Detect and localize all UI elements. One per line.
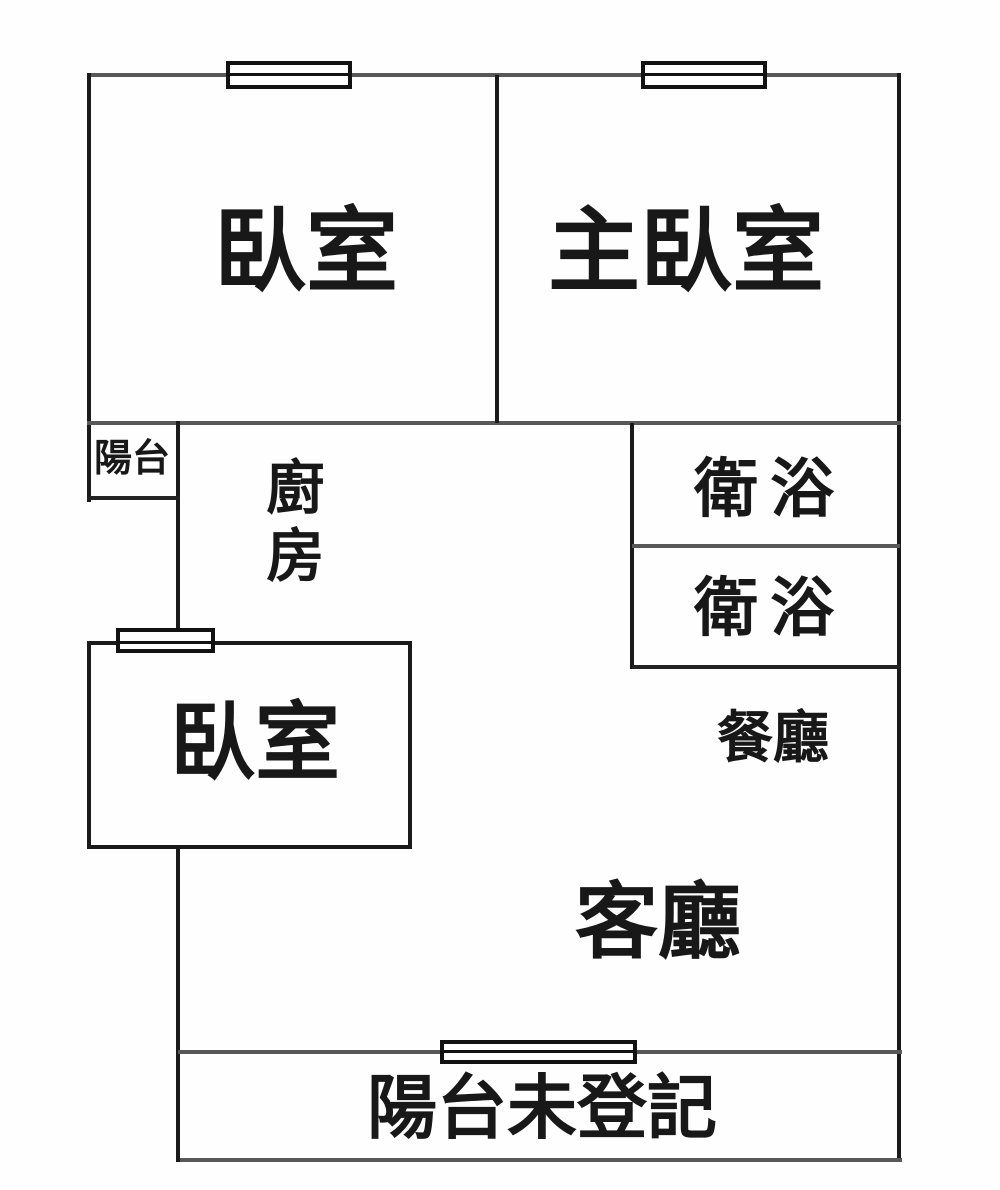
outer-wall-left-upper bbox=[87, 73, 91, 502]
label-balcony-bottom: 陽台未登記 bbox=[367, 1068, 717, 1147]
window-icon-bedroom-top-left bbox=[226, 61, 352, 89]
window-icon-living-balcony bbox=[440, 1040, 637, 1064]
bedroom-lower-left-outline bbox=[87, 641, 412, 849]
label-living: 客廳 bbox=[575, 875, 741, 969]
label-bathroom-upper: 衛浴 bbox=[694, 453, 846, 526]
wall-bathroom-divider bbox=[632, 544, 900, 548]
wall-bedroom-divider bbox=[495, 75, 499, 423]
label-bedroom-top-left: 臥室 bbox=[213, 201, 399, 304]
wall-bathroom-bottom bbox=[632, 665, 900, 669]
wall-below-bedrooms bbox=[87, 421, 901, 425]
window-icon-bedroom-lower-left bbox=[116, 628, 215, 653]
label-dining: 餐廳 bbox=[717, 705, 829, 769]
label-bedroom-lower-left: 臥室 bbox=[169, 696, 341, 792]
label-bathroom-lower: 衛浴 bbox=[694, 572, 846, 645]
outer-wall-right bbox=[897, 73, 901, 1162]
wall-living-left bbox=[176, 849, 180, 1162]
label-master-bedroom: 主臥室 bbox=[547, 201, 825, 304]
wall-balcony-small-bottom bbox=[87, 496, 180, 500]
outer-wall-top bbox=[87, 73, 901, 77]
window-icon-master-bedroom bbox=[641, 61, 767, 89]
outer-wall-bottom bbox=[178, 1158, 902, 1162]
label-balcony-small: 陽台 bbox=[93, 438, 171, 481]
wall-kitchen-left bbox=[176, 500, 180, 643]
wall-balcony-small-right bbox=[176, 421, 180, 500]
label-kitchen: 廚房 bbox=[257, 457, 323, 593]
